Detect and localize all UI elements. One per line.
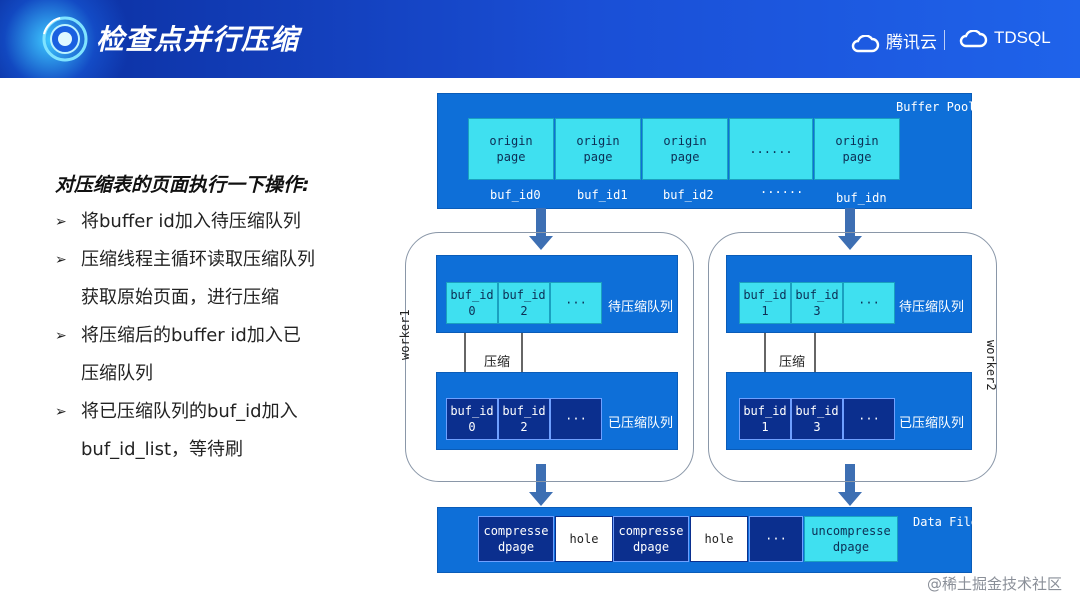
- bullet-text: 将buffer id加入待压缩队列: [81, 211, 301, 232]
- brand-left-label: 腾讯云: [886, 33, 937, 52]
- queue-cell: buf_id 2: [498, 282, 550, 324]
- origin-page-cell: origin page: [468, 118, 554, 180]
- done-ellipsis-cell: ···: [550, 398, 602, 440]
- compress-label: 压缩: [484, 355, 511, 370]
- buf-id-label: buf_id0: [490, 188, 541, 202]
- queue-cell: buf_id 0: [446, 282, 498, 324]
- compress-label: 压缩: [779, 355, 806, 370]
- ellipsis-cell: ......: [729, 118, 813, 180]
- done-cell: buf_id 3: [791, 398, 843, 440]
- cloud-icon: [959, 29, 988, 47]
- buf-id-label: buf_idn: [836, 191, 887, 205]
- done-queue-label: 已压缩队列: [899, 416, 965, 431]
- arrow-bullet-icon: ➢: [55, 214, 67, 230]
- brand-divider: [944, 30, 945, 50]
- block-arrows: [529, 208, 862, 506]
- down-arrow-icon: [838, 208, 862, 250]
- queue-cell: buf_id 1: [739, 282, 791, 324]
- bullet-text: 将已压缩队列的buf_id加入: [81, 401, 298, 422]
- lead-text: 对压缩表的页面执行一下操作:: [55, 174, 310, 196]
- brand-tencent-cloud: 腾讯云: [850, 28, 937, 53]
- arrow-bullet-icon: ➢: [55, 404, 67, 420]
- bullet-text: 压缩线程主循环读取压缩队列: [81, 249, 315, 270]
- origin-page-cell: origin page: [814, 118, 900, 180]
- down-arrow-icon: [838, 464, 862, 506]
- hole-cell: hole: [555, 516, 613, 562]
- queue-ellipsis-cell: ···: [843, 282, 895, 324]
- ellipsis-cell: ···: [749, 516, 803, 562]
- bullet-continuation: buf_id_list，等待刷: [55, 431, 375, 469]
- compressed-page-cell: compresse dpage: [613, 516, 689, 562]
- tech-ring-icon: [42, 16, 88, 62]
- down-arrow-icon: [529, 464, 553, 506]
- origin-page-cell: origin page: [642, 118, 728, 180]
- done-queue-label: 已压缩队列: [608, 416, 674, 431]
- worker1-label: worker1: [398, 309, 412, 360]
- hole-cell: hole: [690, 516, 748, 562]
- watermark: @稀土掘金技术社区: [926, 575, 1062, 593]
- pending-queue-label: 待压缩队列: [899, 300, 965, 315]
- done-cell: buf_id 0: [446, 398, 498, 440]
- header-bar: 检查点并行压缩 腾讯云 TDSQL: [0, 0, 1080, 78]
- bullet-item: ➢ 压缩线程主循环读取压缩队列: [55, 241, 375, 279]
- queue-cell: buf_id 3: [791, 282, 843, 324]
- bullet-text: 将压缩后的buffer id加入已: [81, 325, 301, 346]
- bullet-text: 获取原始页面，进行压缩: [81, 287, 279, 308]
- buf-id-label: buf_id2: [663, 188, 714, 202]
- uncompressed-page-cell: uncompresse dpage: [804, 516, 898, 562]
- down-arrow-icon: [529, 208, 553, 250]
- bullet-text: buf_id_list，等待刷: [81, 439, 244, 460]
- bullet-item: ➢ 将已压缩队列的buf_id加入: [55, 393, 375, 431]
- buffer-pool-title: Buffer Pool: [896, 100, 976, 114]
- bullet-item: ➢ 将buffer id加入待压缩队列: [55, 203, 375, 241]
- arrow-bullet-icon: ➢: [55, 252, 67, 268]
- buf-id-label: ......: [760, 182, 804, 196]
- cloud-icon: [851, 34, 880, 52]
- pending-queue-label: 待压缩队列: [608, 300, 674, 315]
- queue-ellipsis-cell: ···: [550, 282, 602, 324]
- worker2-label: worker2: [984, 340, 998, 391]
- bullet-item: ➢ 将压缩后的buffer id加入已: [55, 317, 375, 355]
- compressed-page-cell: compresse dpage: [478, 516, 554, 562]
- bullet-text: 压缩队列: [81, 363, 153, 384]
- data-file-title: Data File: [913, 515, 979, 529]
- worker2-container: [708, 232, 997, 482]
- done-ellipsis-cell: ···: [843, 398, 895, 440]
- done-cell: buf_id 1: [739, 398, 791, 440]
- brand-tdsql: TDSQL: [958, 28, 1051, 48]
- worker1-container: [405, 232, 694, 482]
- brand-right-label: TDSQL: [994, 28, 1051, 47]
- arrow-bullet-icon: ➢: [55, 328, 67, 344]
- bullet-continuation: 压缩队列: [55, 355, 375, 393]
- left-panel: 对压缩表的页面执行一下操作: ➢ 将buffer id加入待压缩队列 ➢ 压缩线程主…: [55, 170, 375, 469]
- origin-page-cell: origin page: [555, 118, 641, 180]
- buf-id-label: buf_id1: [577, 188, 628, 202]
- page-title: 检查点并行压缩: [96, 23, 300, 56]
- done-cell: buf_id 2: [498, 398, 550, 440]
- bullet-continuation: 获取原始页面，进行压缩: [55, 279, 375, 317]
